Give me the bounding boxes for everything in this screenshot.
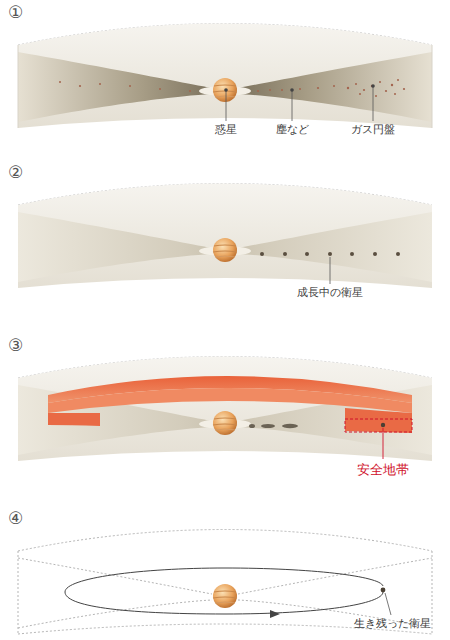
part-label: 成長中の衛星 <box>297 286 363 299</box>
safe-zone-outline <box>345 419 412 432</box>
leader-line <box>383 428 384 459</box>
panel-number: ③ <box>8 335 23 355</box>
hot-region <box>48 395 100 426</box>
planet <box>213 78 237 102</box>
gas-disk <box>18 357 432 462</box>
gas-disk <box>18 24 432 129</box>
panel-four <box>18 530 432 635</box>
moon <box>381 423 385 427</box>
hot-region <box>345 395 412 433</box>
planet <box>213 411 237 435</box>
gas-disk <box>18 184 432 289</box>
part-label: 惑星 <box>215 123 237 136</box>
part-label: 塵など <box>276 123 309 136</box>
panel-two <box>18 184 432 289</box>
zone-label: 安全地帯 <box>357 462 409 478</box>
leader-line <box>385 593 391 615</box>
part-label: 生き残った衛星 <box>354 617 431 630</box>
leader-lines <box>226 86 373 121</box>
planet <box>213 238 237 262</box>
panel-number: ① <box>8 2 23 22</box>
orbit-arrow <box>270 610 280 618</box>
gas-disk-outline <box>18 530 432 635</box>
orbit <box>65 568 383 614</box>
panel-number: ④ <box>8 508 23 528</box>
moon <box>381 588 386 593</box>
part-label: ガス円盤 <box>351 123 395 136</box>
merged-moons <box>249 424 298 428</box>
planet <box>213 584 237 608</box>
leader-dots <box>224 84 375 92</box>
panel-number: ② <box>8 162 23 182</box>
growing-moons <box>260 252 400 256</box>
panel-three <box>18 357 432 462</box>
leader-line <box>330 257 331 284</box>
panel-one <box>18 24 432 129</box>
